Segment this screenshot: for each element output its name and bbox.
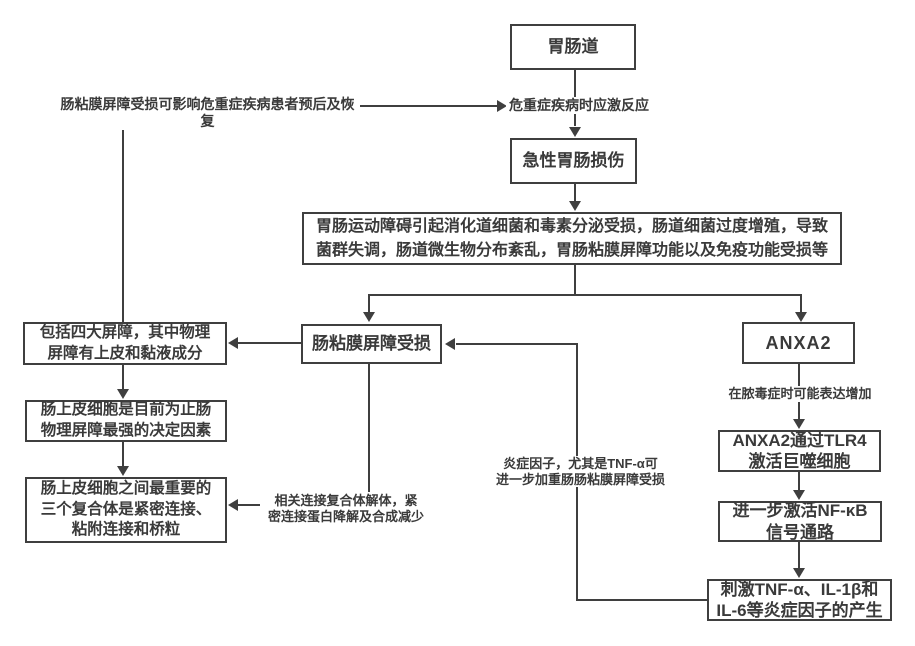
connector-tlr4-to-nfkb	[798, 472, 800, 493]
connector-prognosis-to-four-barriers	[122, 111, 124, 322]
arrowhead-right-icon	[497, 100, 507, 112]
node-junction-complexes: 肠上皮细胞之间最重要的 三个复合体是紧密连接、 粘附连接和桥粒	[25, 477, 227, 543]
node-nfkb-pathway: 进一步激活NF-κB 信号通路	[718, 501, 882, 542]
arrowhead-down-icon	[117, 389, 129, 399]
connector-feedback-bottom	[576, 599, 707, 601]
connector-branch-to-anxa2	[800, 294, 802, 314]
connector-prognosis-to-stress-label	[357, 105, 498, 107]
connector-epithelial-to-junction	[122, 442, 124, 469]
connector-dysmotility-stem	[574, 265, 576, 296]
connector-disassembly-to-junction	[238, 504, 270, 506]
arrowhead-down-icon	[569, 127, 581, 137]
node-gi-dysmotility-consequences: 胃肠运动障碍引起消化道细菌和毒素分泌受损，肠道细菌过度增殖，导致 菌群失调，肠道…	[302, 212, 842, 265]
connector-mucosal-damage-to-four-barriers	[238, 342, 301, 344]
connector-mucosal-damage-to-disassembly	[368, 364, 370, 492]
arrowhead-down-icon	[793, 490, 805, 500]
label-stress-response: 危重症疾病时应激反应	[506, 97, 652, 114]
node-cytokine-production: 刺激TNF-α、IL-1β和 IL-6等炎症因子的产生	[707, 579, 892, 621]
node-anxa2-tlr4-macrophage: ANXA2通过TLR4 激活巨噬细胞	[718, 430, 881, 472]
node-mucosal-barrier-damage: 肠粘膜屏障受损	[301, 324, 442, 364]
arrowhead-left-icon	[228, 499, 238, 511]
connector-acute-injury-to-dysmotility	[574, 184, 576, 204]
label-sepsis-expression: 在脓毒症时可能表达增加	[720, 386, 880, 402]
node-gi-tract: 胃肠道	[510, 24, 636, 70]
arrowhead-down-icon	[569, 201, 581, 211]
arrowhead-down-icon	[117, 466, 129, 476]
connector-feedback-top	[456, 343, 578, 345]
arrowhead-down-icon	[793, 568, 805, 578]
connector-branch-to-mucosal-damage	[368, 294, 370, 314]
arrowhead-down-icon	[363, 312, 375, 322]
arrowhead-left-icon	[228, 337, 238, 349]
connector-branch-horizontal	[368, 294, 802, 296]
label-prognosis-impact: 肠粘膜屏障受损可影响危重症疾病患者预后及恢复	[55, 96, 360, 130]
label-inflammatory-feedback: 炎症因子，尤其是TNF-α可 进一步加重肠肠粘膜屏障受损	[483, 456, 678, 488]
arrowhead-left-icon	[445, 338, 455, 350]
arrowhead-down-icon	[795, 312, 807, 322]
arrowhead-down-icon	[793, 419, 805, 429]
node-four-barriers: 包括四大屏障，其中物理 屏障有上皮和黏液成分	[23, 322, 227, 365]
connector-nfkb-to-cytokines	[798, 542, 800, 571]
connector-four-barriers-to-epithelial	[122, 365, 124, 392]
node-anxa2: ANXA2	[742, 322, 855, 364]
node-acute-gi-injury: 急性胃肠损伤	[510, 138, 637, 184]
label-junction-disassembly: 相关连接复合体解体，紧 密连接蛋白降解及合成减少	[260, 493, 432, 525]
node-epithelial-decisive-factor: 肠上皮细胞是目前为止肠 物理屏障最强的决定因素	[25, 400, 227, 442]
